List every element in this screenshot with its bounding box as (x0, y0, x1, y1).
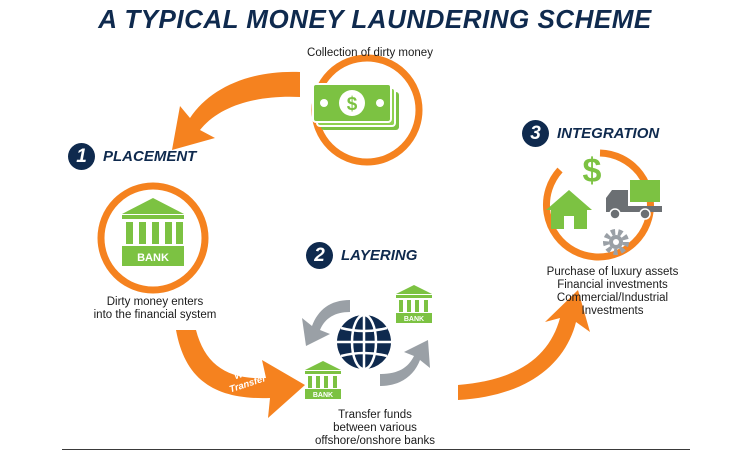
step-integration: 3 INTEGRATION (522, 120, 659, 147)
svg-text:BANK: BANK (313, 392, 333, 399)
placement-caption: Dirty money enters into the financial sy… (60, 296, 250, 322)
step-label: INTEGRATION (557, 125, 660, 142)
caption-line: Financial investments (557, 279, 668, 291)
step-label: LAYERING (341, 247, 418, 264)
placement-node: BANK (97, 182, 209, 294)
gear-icon (603, 229, 629, 255)
step-label: PLACEMENT (103, 148, 197, 165)
dollar-sign-icon: $ (583, 152, 602, 190)
globe-icon (337, 313, 391, 371)
caption-line: Purchase of luxury assets (546, 266, 679, 278)
step-number-badge: 2 (306, 242, 333, 269)
gray-arrow-right (380, 340, 430, 386)
integration-caption: Purchase of luxury assets Financial inve… (520, 266, 705, 318)
bank-icon: BANK (305, 361, 341, 399)
caption-line: Commercial/Industrial (556, 292, 669, 304)
layering-caption: Transfer funds between various offshore/… (290, 409, 460, 448)
caption-line: into the financial system (93, 309, 217, 321)
dollar-symbol: $ (347, 94, 358, 115)
caption-line: offshore/onshore banks (315, 435, 435, 447)
wire-transfer-arrow (176, 330, 305, 418)
caption-line: Dirty money enters (106, 296, 204, 308)
svg-text:$: $ (583, 152, 602, 190)
caption-line: Investments (581, 305, 644, 317)
caption-line: between various (333, 422, 417, 434)
layering-node: BANK BANK (302, 285, 432, 399)
step-number-badge: 1 (68, 143, 95, 170)
caption-line: Transfer funds (338, 409, 412, 421)
arrow-icon (172, 71, 300, 150)
bank-icon: BANK (122, 198, 184, 266)
gray-arrow-left (302, 300, 350, 346)
integration-node: $ (543, 149, 662, 261)
svg-text:BANK: BANK (404, 316, 424, 323)
step-placement: 1 PLACEMENT (68, 143, 196, 170)
svg-text:BANK: BANK (137, 252, 169, 264)
step-layering: 2 LAYERING (306, 242, 417, 269)
collection-node: $ (311, 54, 423, 166)
house-icon (546, 190, 592, 229)
diagram-title: A TYPICAL MONEY LAUNDERING SCHEME (98, 4, 652, 34)
collection-caption: Collection of dirty money (307, 47, 433, 59)
dollar-bill-icon: $ (312, 83, 399, 130)
bank-icon: BANK (396, 285, 432, 323)
step-number-badge: 3 (522, 120, 549, 147)
divider (62, 449, 690, 450)
arrow-icon (458, 290, 590, 400)
truck-icon (606, 180, 662, 220)
